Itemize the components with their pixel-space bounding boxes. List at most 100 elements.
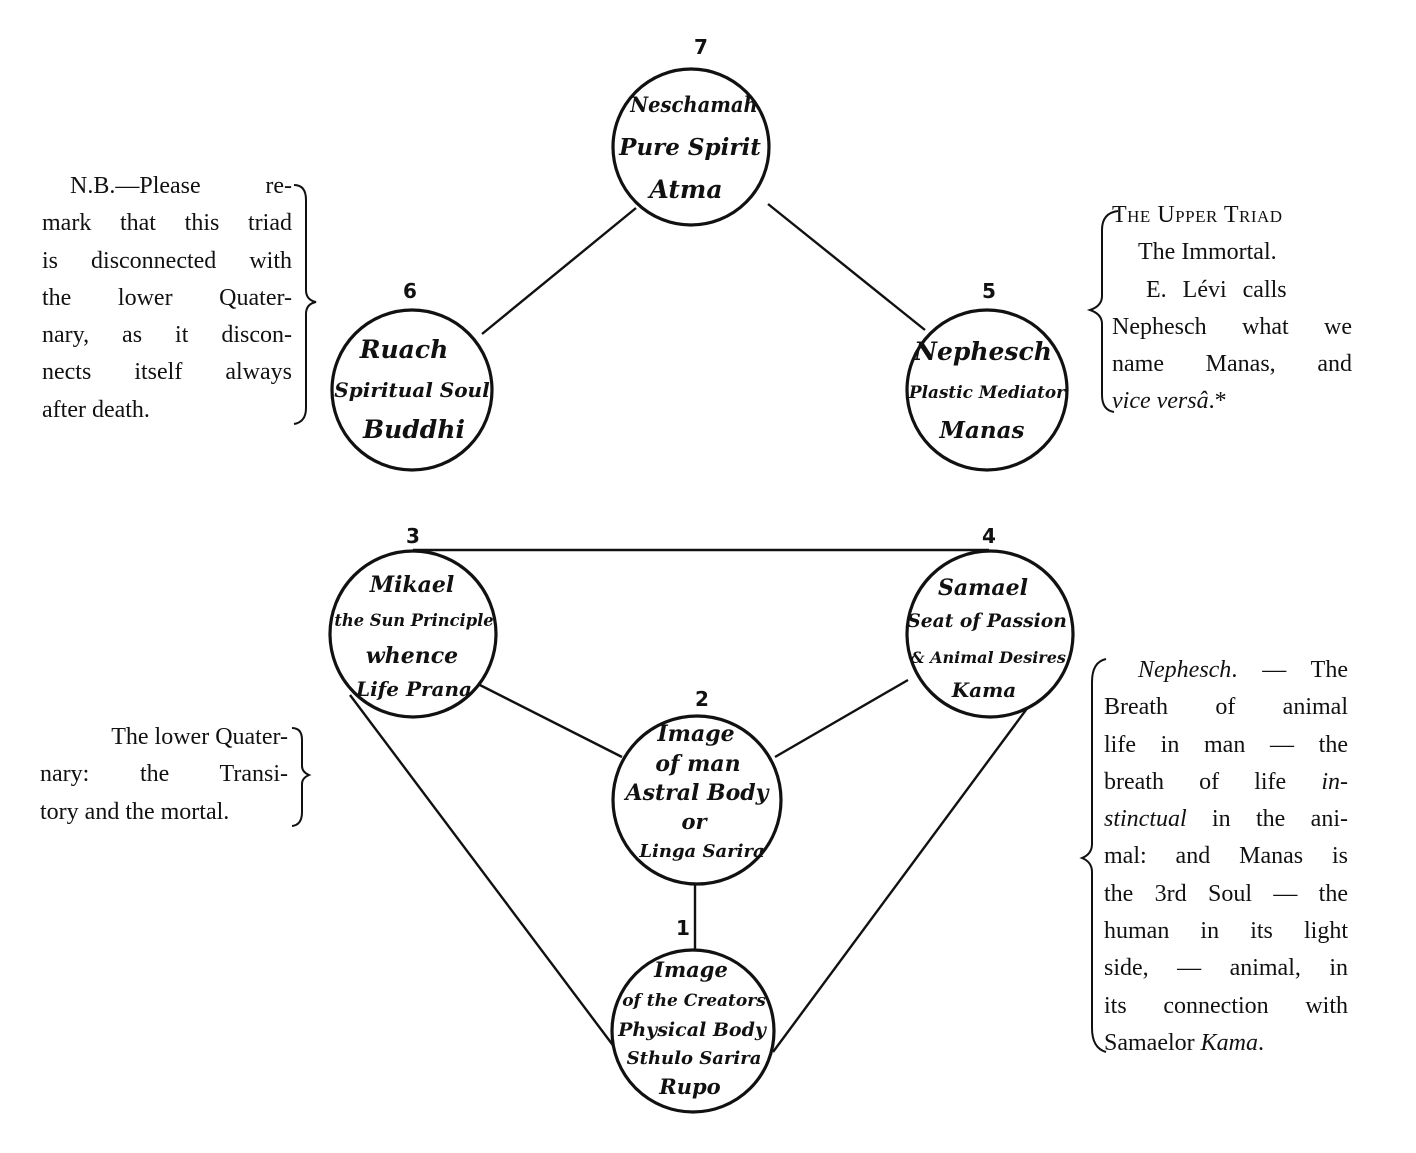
note-line: mal: and Manas is <box>1104 843 1348 870</box>
node-circle <box>328 549 498 719</box>
note-line: after death. <box>42 396 150 423</box>
node-label: Nephesch <box>913 337 1052 366</box>
note-line: tory and the mortal. <box>40 798 230 825</box>
note-line: life in man — the <box>1104 731 1348 758</box>
note-italic: vice versâ <box>1112 388 1209 415</box>
node-label: of the Creators <box>622 991 766 1011</box>
node-2-astral-body: 2 Image of man Astral Body or Linga Sari… <box>611 687 783 886</box>
node-label: Physical Body <box>617 1019 768 1041</box>
node-label: or <box>681 809 708 834</box>
node-4-samael: 4 Samael Seat of Passion & Animal Desire… <box>905 524 1075 719</box>
nephesch-note: Nephesch. — The Breath of animal life in… <box>1104 652 1348 1062</box>
node-label: Buddhi <box>362 415 465 444</box>
node-circle <box>905 308 1069 472</box>
edge-4-2 <box>774 678 909 759</box>
node-circle <box>611 714 783 886</box>
note-line: nary, as it discon- <box>42 322 292 349</box>
note-text: . <box>1257 1029 1264 1056</box>
note-italic: stinctual <box>1104 806 1187 833</box>
node-7-neschamah: 7 Neschamah Pure Spirit Atma <box>611 35 771 227</box>
note-line: the 3rd Soul — the <box>1104 880 1348 907</box>
note-line: Breath of animal <box>1104 694 1348 721</box>
brace-upper-triad <box>1086 210 1119 413</box>
brace-nb-note <box>293 184 317 425</box>
brace-lower-quaternary <box>291 727 312 827</box>
note-text: . — The <box>1231 657 1348 683</box>
upper-triad-note: The Upper Triad The Immortal. E. Lévi ca… <box>1112 197 1352 421</box>
note-line: nary: the Transi- <box>40 761 288 788</box>
node-label: the Sun Principle <box>334 611 493 631</box>
note-heading: The Upper Triad <box>1112 202 1283 228</box>
node-label: Image <box>653 957 728 982</box>
node-label: Atma <box>647 175 722 204</box>
node-1-physical-body: 1 Image of the Creators Physical Body St… <box>610 916 776 1114</box>
nb-note: N.B.—Please re- mark that this triad is … <box>42 168 292 429</box>
node-label: Pure Spirit <box>618 134 761 161</box>
node-circle <box>611 67 771 227</box>
note-line: Samaelor Kama. <box>1104 1025 1348 1062</box>
note-line: E. Lévi calls <box>1146 276 1287 303</box>
note-line: The Immortal. <box>1138 239 1277 266</box>
node-label: Mikael <box>369 572 455 598</box>
edge-7-6 <box>481 207 637 335</box>
node-label: Spiritual Soul <box>334 378 490 402</box>
note-line: its connection with <box>1104 992 1348 1019</box>
node-5-nephesch: 5 Nephesch Plastic Mediator Manas <box>905 279 1069 472</box>
note-italic: Nephesch <box>1138 657 1232 683</box>
node-label: Rupo <box>658 1074 720 1099</box>
node-label: Astral Body <box>624 780 771 806</box>
edge-4-1 <box>772 694 1038 1053</box>
note-line: N.B.—Please re- <box>70 173 292 199</box>
node-label: & Animal Desires <box>910 648 1066 667</box>
edge-7-5 <box>767 203 926 331</box>
note-line: stinctual in the ani- <box>1104 801 1348 838</box>
note-line: The lower Quater- <box>111 724 288 750</box>
node-label: Linga Sarira <box>638 841 764 862</box>
brace-nephesch-note <box>1079 658 1107 1053</box>
node-label: Ruach <box>359 335 449 364</box>
note-italic: in- <box>1321 768 1348 795</box>
note-line: the lower Quater- <box>42 284 292 311</box>
note-line: nects itself always <box>42 359 292 386</box>
node-label: Image <box>656 721 734 747</box>
note-text: Samaelor <box>1104 1029 1201 1056</box>
node-number: 4 <box>982 524 996 548</box>
note-text: .* <box>1208 388 1227 415</box>
note-line: mark that this triad <box>42 210 292 237</box>
node-circle <box>610 948 776 1114</box>
node-circle <box>330 308 494 472</box>
note-line: name Manas, and <box>1112 351 1352 378</box>
note-line: side, — animal, in <box>1104 955 1348 982</box>
note-text: in the ani- <box>1186 806 1348 833</box>
note-text: breath of life <box>1104 768 1322 795</box>
node-number: 3 <box>406 524 420 548</box>
node-label: Samael <box>938 575 1028 601</box>
edge-3-1 <box>349 694 619 1053</box>
node-label: Seat of Passion <box>907 610 1067 632</box>
node-number: 5 <box>982 279 996 303</box>
node-label: Kama <box>951 678 1016 702</box>
node-label: of man <box>655 751 740 777</box>
edge-3-2 <box>469 678 623 759</box>
note-line: human in its light <box>1104 918 1348 945</box>
node-6-ruach: 6 Ruach Spiritual Soul Buddhi <box>330 279 494 472</box>
node-number: 7 <box>694 35 708 59</box>
node-label: Neschamah <box>629 92 757 117</box>
node-label: Life Prana <box>355 677 472 701</box>
connection-lines <box>349 203 1038 1053</box>
node-number: 2 <box>695 687 709 711</box>
note-line: vice versâ.* <box>1112 383 1352 420</box>
note-line: breath of life in- <box>1104 764 1348 801</box>
note-italic: Kama <box>1200 1029 1258 1056</box>
note-line: Nephesch. — The <box>1104 652 1348 689</box>
node-label: Manas <box>939 417 1025 444</box>
node-number: 1 <box>676 916 690 940</box>
node-3-mikael: 3 Mikael the Sun Principle whence Life P… <box>328 524 498 719</box>
note-line: Nephesch what we <box>1112 313 1352 340</box>
node-label: whence <box>366 643 458 669</box>
node-number: 6 <box>403 279 417 303</box>
node-circle <box>905 549 1075 719</box>
lower-quaternary-note: The lower Quater- nary: the Transi- tory… <box>40 719 288 831</box>
note-line: is disconnected with <box>42 247 292 274</box>
node-label: Sthulo Sarira <box>627 1048 762 1069</box>
